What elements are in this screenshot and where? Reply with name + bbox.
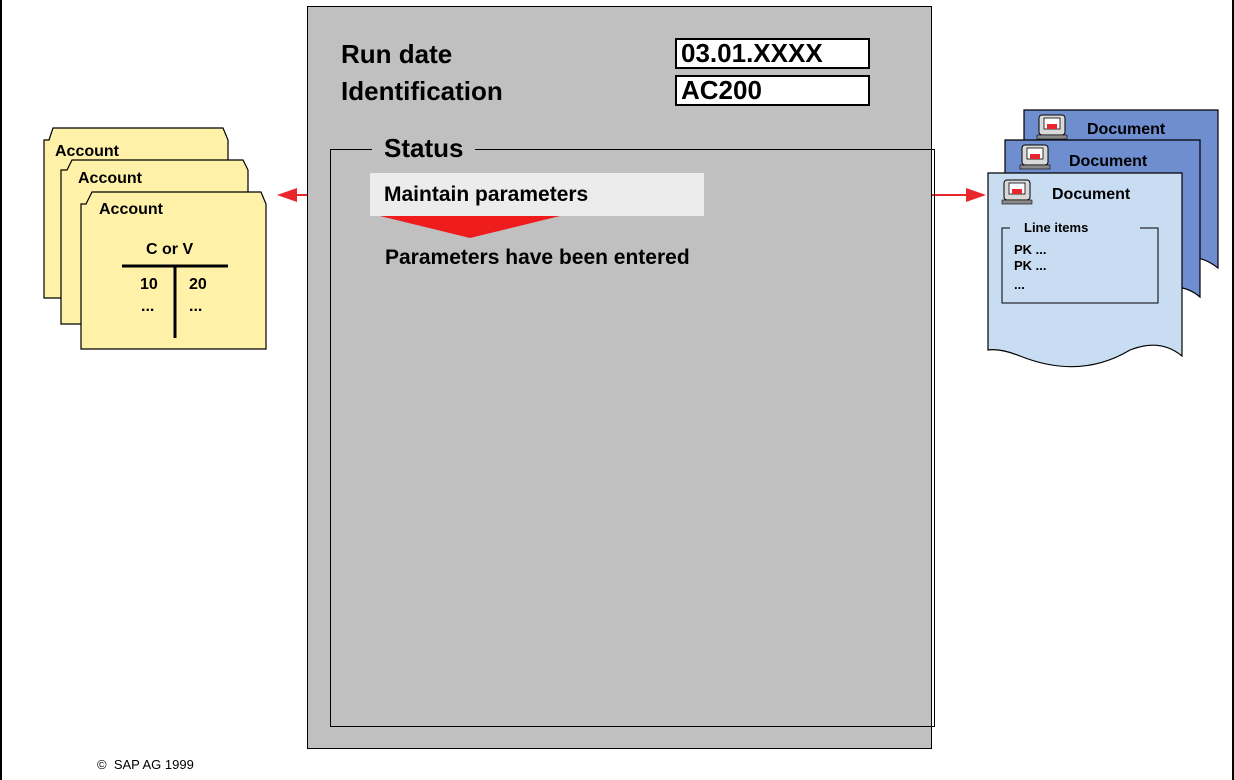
status-triangle-icon [380,216,560,238]
account-card-label: Account [55,143,119,160]
status-title: Status [372,131,476,165]
line-items-box [1001,227,1159,304]
document-card-label: Document [1052,186,1131,203]
t-account-debit-more: ... [141,298,155,315]
t-account-header: C or V [146,241,194,258]
copyright-footer: © SAP AG 1999 [97,757,194,772]
document-card-label: Document [1087,121,1166,138]
payment-run-panel: Run date 03.01.XXXX Identification AC200… [307,6,935,749]
run-date-label: Run date [341,39,453,69]
t-account-credit-more: ... [189,298,203,315]
line-item: PK ... [1014,242,1047,257]
arrow-right-icon [966,188,986,202]
identification-field[interactable]: AC200 [675,75,870,106]
run-date-field[interactable]: 03.01.XXXX [675,38,870,69]
copyright-icon: © [97,757,107,772]
status-group-box [330,149,935,727]
document-printer-icon [1019,144,1051,170]
t-account-debit-value: 10 [140,276,158,293]
maintain-parameters-button[interactable]: Maintain parameters [370,173,704,216]
line-item: PK ... [1014,258,1047,273]
frame-left-border [0,0,2,780]
frame-right-border [1232,0,1234,780]
copyright-text: SAP AG 1999 [113,757,194,772]
document-printer-icon [1036,114,1068,140]
t-account-credit-value: 20 [189,276,207,293]
document-cards-graphic [987,109,1219,368]
account-card-label: Account [78,170,142,187]
document-card-label: Document [1069,153,1148,170]
account-cards-graphic [43,127,267,350]
document-printer-icon [1001,179,1033,205]
document-card-front [987,172,1183,368]
parameters-entered-status: Parameters have been entered [385,246,690,269]
line-item: ... [1014,277,1025,292]
line-items-title: Line items [1024,220,1089,235]
identification-label: Identification [341,76,503,106]
account-card-label: Account [99,201,163,218]
arrow-left-icon [277,188,297,202]
